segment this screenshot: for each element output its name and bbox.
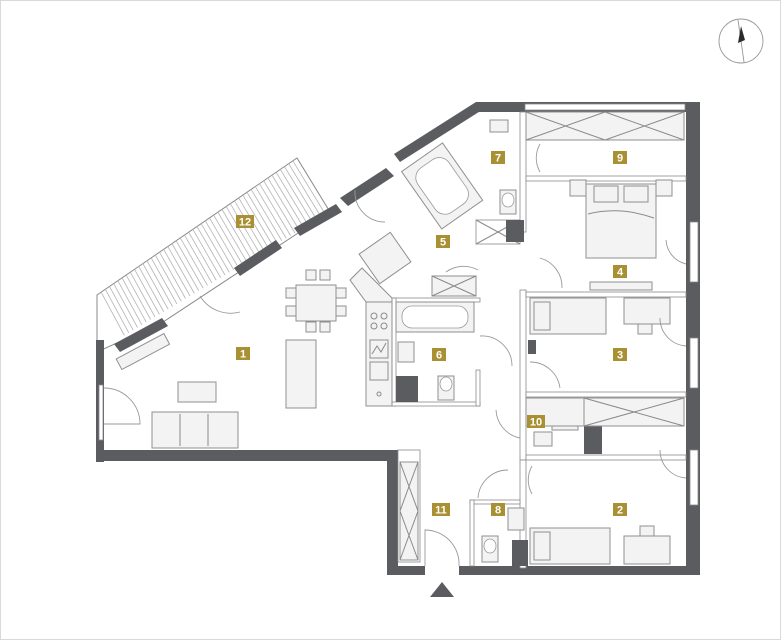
balcony-hatch-line — [209, 217, 239, 268]
balcony-hatch-line — [279, 169, 313, 223]
room-badge-11: 11 — [432, 503, 450, 517]
balcony-hatch-line — [129, 271, 156, 318]
balcony-hatch-line — [175, 240, 204, 289]
room-label: 4 — [617, 267, 624, 279]
room-label: 8 — [495, 505, 501, 517]
balcony-hatch-line — [259, 183, 291, 236]
balcony-hatch-line — [229, 203, 261, 255]
balcony-hatch-line — [159, 251, 186, 299]
room-label: 11 — [435, 505, 447, 517]
balcony-hatch-line — [184, 234, 213, 284]
balcony-hatch-line — [121, 277, 147, 323]
room-badges: 1 2 3 4 5 6 7 8 — [236, 151, 627, 517]
room-badge-12: 12 — [236, 215, 254, 229]
balcony-hatch-line — [138, 266, 165, 312]
balcony-hatch-line — [142, 263, 169, 310]
entrance-arrow-icon — [430, 582, 454, 597]
balcony-hatch-line — [275, 172, 309, 226]
balcony-hatch-line — [134, 269, 160, 315]
balcony-hatch-line — [154, 254, 182, 302]
balcony-hatch-line — [188, 232, 217, 281]
balcony-hatch-line — [117, 280, 143, 326]
room-badge-1: 1 — [236, 347, 250, 361]
bedroom-3-furniture — [529, 297, 671, 335]
balcony-hatch-line — [125, 274, 151, 320]
balcony-hatch-line — [213, 214, 243, 265]
balcony-hatch-line — [246, 192, 278, 244]
compass-icon — [718, 18, 764, 64]
hall-wardrobe — [399, 461, 419, 561]
room-badge-9: 9 — [613, 151, 627, 165]
balcony-hatch-line — [288, 163, 322, 218]
balcony-hatch-line — [196, 226, 226, 276]
balcony — [96, 157, 331, 353]
room-label: 6 — [436, 350, 442, 362]
room-label: 1 — [240, 349, 246, 361]
balcony-hatch-line — [271, 174, 305, 228]
room-label: 5 — [440, 237, 446, 249]
room-badge-4: 4 — [613, 265, 627, 279]
balcony-hatch-line — [200, 223, 230, 273]
room-label: 9 — [617, 153, 623, 165]
interior-walls — [286, 111, 687, 569]
balcony-hatch-line — [192, 229, 221, 278]
balcony-hatch-line — [113, 283, 138, 328]
balcony-hatch-line — [163, 249, 191, 297]
room-label: 2 — [617, 505, 623, 517]
balcony-hatch-line — [263, 180, 296, 234]
room-label: 10 — [530, 417, 542, 429]
balcony-hatch-line — [171, 243, 200, 291]
room-badge-10: 10 — [527, 415, 545, 429]
balcony-hatch-line — [242, 194, 274, 247]
windows — [98, 103, 699, 506]
bathroom-8-fixtures — [481, 507, 525, 563]
room-badge-2: 2 — [613, 503, 627, 517]
balcony-hatch-line — [284, 166, 318, 221]
balcony-hatch-line — [150, 257, 178, 305]
balcony-hatch-line — [104, 289, 130, 333]
bedroom-9-furniture — [525, 111, 685, 291]
balcony-hatch-line — [217, 212, 248, 263]
room-label: 3 — [617, 350, 623, 362]
door-swings — [103, 143, 687, 567]
balcony-hatch-line — [167, 246, 195, 294]
balcony-hatch-line — [225, 206, 256, 257]
balcony-hatch-line — [100, 291, 125, 336]
balcony-hatch-line — [146, 260, 173, 307]
balcony-hatch-line — [204, 220, 235, 270]
room-label: 7 — [495, 153, 501, 165]
balcony-hatch-line — [221, 209, 252, 260]
bathroom-7-fixtures — [400, 119, 517, 230]
room-badge-3: 3 — [613, 348, 627, 362]
balcony-hatch-line — [109, 286, 134, 331]
room-badge-6: 6 — [432, 348, 446, 362]
room-badge-7: 7 — [491, 151, 505, 165]
bedroom-2-furniture — [525, 397, 685, 565]
balcony-hatch-line — [250, 189, 283, 242]
balcony-hatch-line — [267, 177, 300, 231]
room-badge-5: 5 — [436, 235, 450, 249]
room-badge-8: 8 — [491, 503, 505, 517]
balcony-hatch-line — [254, 186, 287, 239]
living-furniture — [115, 231, 412, 449]
bathroom-6-fixtures — [395, 275, 477, 401]
room-label: 12 — [239, 217, 251, 229]
balcony-hatch-line — [179, 237, 208, 286]
balcony-hatch-line — [292, 160, 326, 215]
